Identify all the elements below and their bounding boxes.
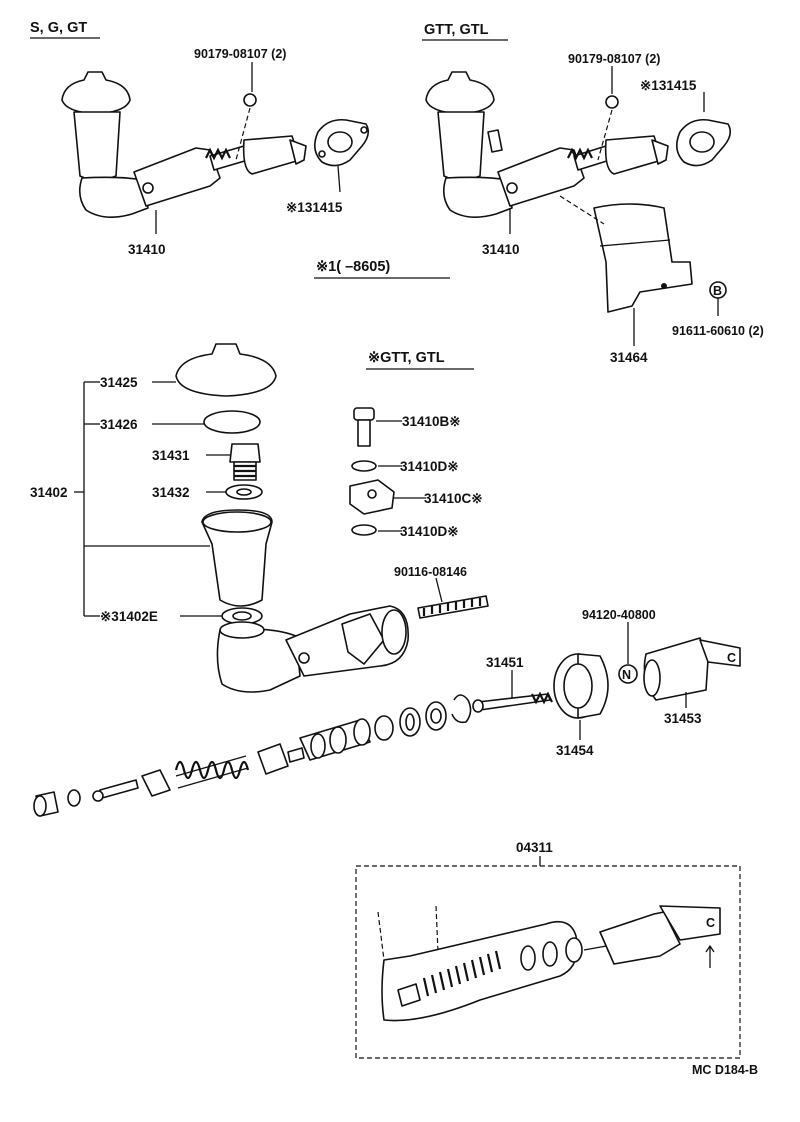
label-gasket-d2: 31410D※: [400, 524, 459, 539]
note-range: ※1( –8605): [316, 259, 390, 275]
stud: [417, 595, 489, 619]
cylinder-body: [216, 605, 409, 693]
gasket-d2: [351, 524, 377, 536]
assembly-cut-right: [435, 905, 439, 953]
bracket: [593, 203, 693, 313]
reservoir-body: [201, 509, 273, 607]
circle-n-letter: N: [622, 668, 631, 682]
leader-stud: [435, 577, 443, 603]
union-fitting-c: [349, 479, 395, 515]
union-fitting: [229, 443, 261, 481]
heading-left-variant: S, G, GT: [30, 20, 87, 36]
label-nut: 94120-40800: [582, 608, 656, 622]
reservoir-cap: [175, 343, 277, 397]
master-cylinder-left: [61, 71, 307, 218]
bolt-left: [243, 93, 257, 107]
label-seal: 31426: [100, 417, 138, 432]
label-bolt-left: 90179-08107 (2): [194, 47, 286, 61]
label-clevis: 31453: [664, 711, 702, 726]
label-gasket-left: ※131415: [286, 200, 343, 215]
label-stud: 90116-08146: [394, 565, 467, 579]
label-grommet: ※31402E: [100, 609, 158, 624]
assembly-drawing: C: [381, 905, 721, 1022]
bolt-left-guide: [235, 107, 251, 161]
gasket-d1: [351, 460, 377, 472]
master-cylinder-right: [425, 71, 669, 218]
label-assembly: 04311: [516, 840, 553, 855]
clevis: C: [643, 637, 741, 701]
bolt-right-guide: [597, 109, 613, 161]
label-union-gasket: 31432: [152, 485, 190, 500]
circle-b-letter: B: [713, 284, 722, 298]
label-union-bolt: 31410B※: [402, 414, 461, 429]
diagram-code: MC D184-B: [692, 1063, 758, 1077]
label-gasket-d1: 31410D※: [400, 459, 459, 474]
label-cylinder-left: 31410: [128, 242, 166, 257]
heading-right-variant: GTT, GTL: [424, 22, 489, 38]
circle-n-marker: [618, 664, 638, 684]
label-kit: 31402: [30, 485, 68, 500]
label-cap: 31425: [100, 375, 138, 390]
note-variant: ※GTT, GTL: [368, 350, 445, 366]
boot: [553, 653, 609, 719]
label-union-c: 31410C※: [424, 491, 483, 506]
label-bracket: 31464: [610, 350, 648, 365]
union-bolt: [353, 407, 375, 447]
bracket-guide: [559, 195, 605, 225]
svg-text:C: C: [727, 651, 736, 665]
internal-parts: [33, 694, 472, 817]
label-bolt-right: 90179-08107 (2): [568, 52, 660, 66]
label-gasket-right: ※131415: [640, 78, 697, 93]
svg-text:C: C: [706, 916, 715, 930]
assembly-box: [355, 865, 741, 1059]
label-union: 31431: [152, 448, 190, 463]
assembly-cut-left: [377, 911, 385, 961]
leader-gasket-left: [337, 165, 341, 193]
bolt-right: [605, 95, 619, 109]
cap-seal: [203, 410, 261, 434]
label-cylinder-right: 31410: [482, 242, 520, 257]
label-boot: 31454: [556, 743, 594, 758]
label-push-rod: 31451: [486, 655, 524, 670]
label-bracket-bolt: 91611-60610 (2): [672, 324, 764, 338]
